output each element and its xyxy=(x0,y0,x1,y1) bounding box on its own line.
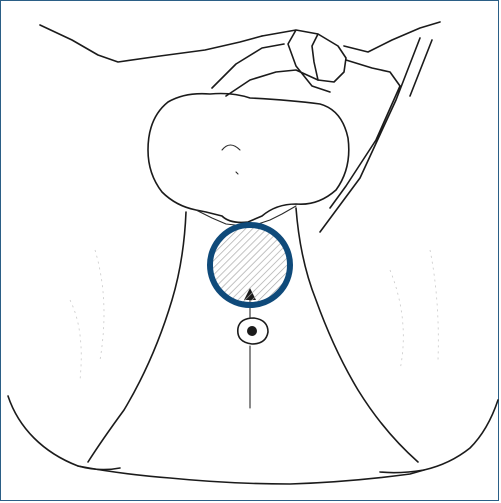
right-fold-outline xyxy=(296,208,418,462)
outer-left-curve xyxy=(8,396,120,470)
top-right-outer-lines xyxy=(320,22,440,232)
faint-texture-left xyxy=(70,250,104,380)
epiglottis-inner-mark xyxy=(222,145,240,174)
faint-texture-right xyxy=(390,250,438,370)
upper-left-outline xyxy=(40,25,262,62)
epiglottis-outline xyxy=(148,94,349,223)
small-ring-center xyxy=(247,326,257,336)
outer-right-curve xyxy=(380,400,498,473)
left-fold-outline xyxy=(88,212,186,462)
top-right-tube xyxy=(262,30,346,92)
bottom-boundary xyxy=(78,466,424,484)
top-right-ridge xyxy=(212,44,318,96)
